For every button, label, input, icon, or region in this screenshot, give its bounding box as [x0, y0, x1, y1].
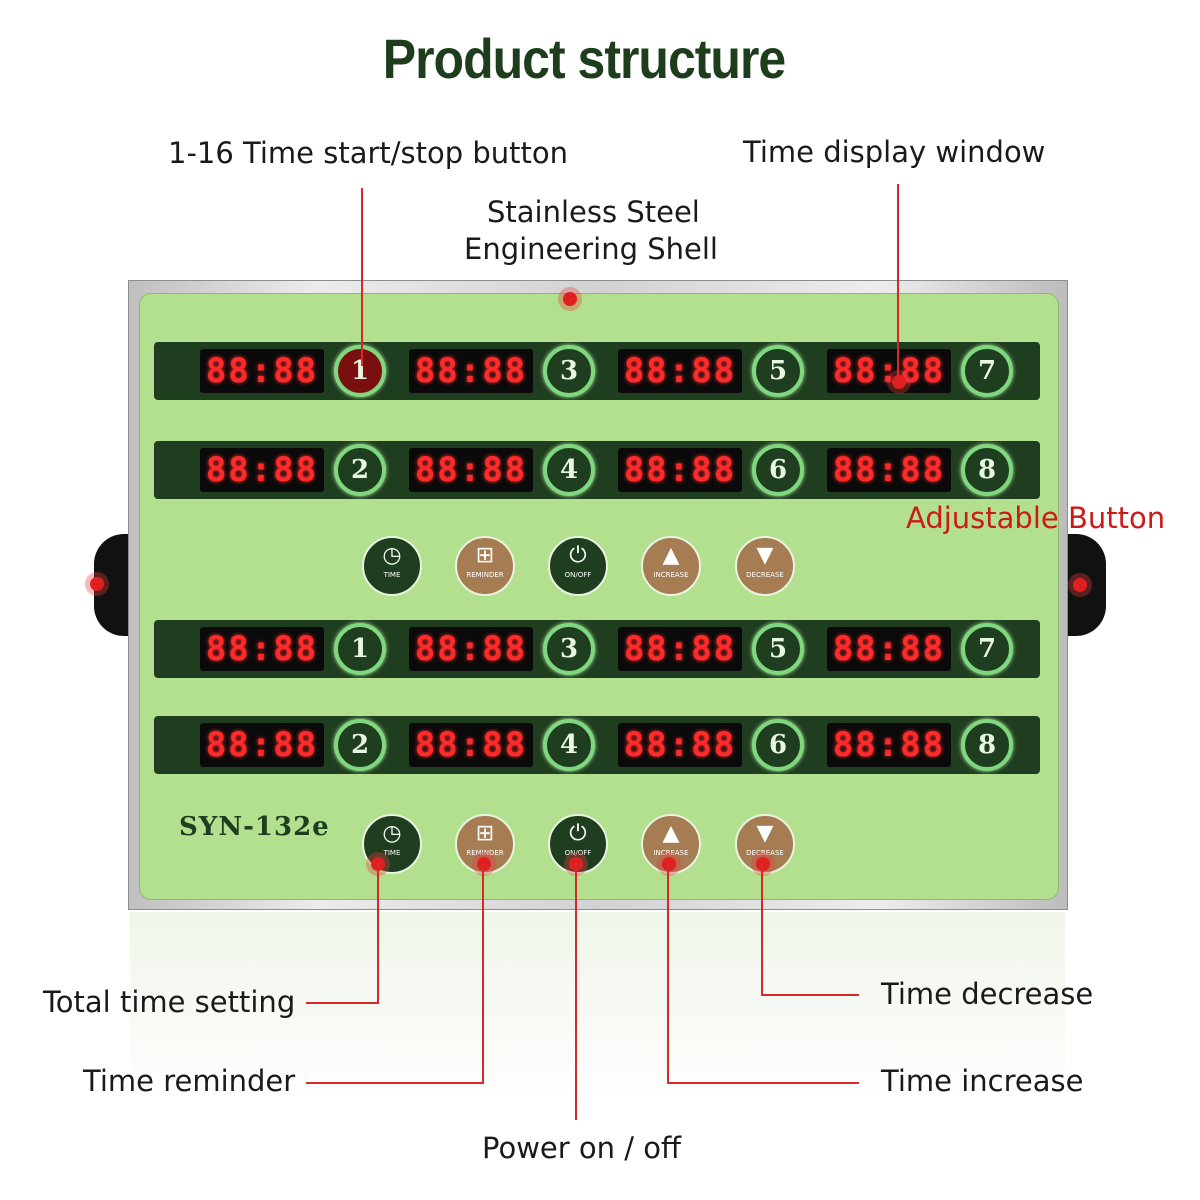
label-shell-line1: Stainless Steel	[487, 195, 700, 229]
time-display: 88:88	[409, 448, 533, 492]
time-display: 88:88	[409, 723, 533, 767]
display-line	[897, 184, 899, 379]
time-display: 88:88	[618, 627, 742, 671]
control-label: INCREASE	[653, 571, 689, 579]
time-display: 88:88	[827, 627, 951, 671]
timer-button-2[interactable]: 2	[334, 719, 386, 771]
time-display: 88:88	[827, 349, 951, 393]
reminder-line-v	[482, 864, 484, 1083]
time-display: 88:88	[827, 448, 951, 492]
control-label: DECREASE	[746, 849, 784, 857]
timer-button-8[interactable]: 8	[961, 444, 1013, 496]
triangle-down-icon: ▼	[756, 821, 774, 846]
left-knob-dot	[90, 577, 104, 591]
control-label: ON/OFF	[564, 571, 592, 579]
time-display: 88:88	[618, 349, 742, 393]
increase-line-v	[667, 864, 669, 1083]
timer-button-6[interactable]: 6	[752, 444, 804, 496]
time-display: 88:88	[200, 723, 324, 767]
timer-button-2[interactable]: 2	[334, 444, 386, 496]
increase-line-h	[667, 1082, 859, 1084]
decrease-button[interactable]: ▼ DECREASE	[735, 536, 795, 596]
label-start-stop: 1-16 Time start/stop button	[168, 136, 569, 170]
timer-button-3[interactable]: 3	[543, 623, 595, 675]
clock-icon: ◷	[382, 821, 402, 846]
time-display: 88:88	[618, 448, 742, 492]
triangle-up-icon: ▲	[662, 543, 680, 568]
increase-callout-dot	[662, 857, 676, 871]
time-line-v	[377, 864, 379, 1003]
control-label: REMINDER	[466, 571, 504, 579]
clock-icon: ◷	[382, 543, 402, 568]
label-increase: Time increase	[881, 1064, 1084, 1098]
decrease-callout-dot	[756, 857, 770, 871]
triangle-down-icon: ▼	[756, 543, 774, 568]
time-button[interactable]: ◷ TIME	[362, 536, 422, 596]
model-label: SYN-132e	[179, 812, 330, 842]
control-label: INCREASE	[653, 849, 689, 857]
page-title: Product structure	[382, 27, 787, 91]
timer-button-7[interactable]: 7	[961, 623, 1013, 675]
decrease-line-v	[761, 864, 763, 995]
label-decrease: Time decrease	[881, 977, 1094, 1011]
start-stop-line	[361, 188, 363, 366]
basket-icon: ⊞	[475, 543, 495, 568]
control-label: ON/OFF	[564, 849, 592, 857]
time-display: 88:88	[618, 723, 742, 767]
label-reminder: Time reminder	[83, 1064, 296, 1098]
time-line-h	[306, 1002, 379, 1004]
time-display: 88:88	[200, 349, 324, 393]
increase-button[interactable]: ▲ INCREASE	[641, 536, 701, 596]
reminder-button[interactable]: ⊞ REMINDER	[455, 536, 515, 596]
power-line	[575, 864, 577, 1120]
timer-button-3[interactable]: 3	[543, 345, 595, 397]
display-callout-dot	[892, 375, 906, 389]
decrease-line-h	[761, 994, 859, 996]
reminder-line-h	[306, 1082, 484, 1084]
control-label: TIME	[383, 571, 401, 579]
time-display: 88:88	[200, 627, 324, 671]
time-display: 88:88	[827, 723, 951, 767]
reminder-callout-dot	[477, 857, 491, 871]
power-icon: ⏻	[569, 543, 587, 568]
timer-button-7[interactable]: 7	[961, 345, 1013, 397]
shell-callout-dot	[563, 292, 577, 306]
right-knob-dot	[1073, 578, 1087, 592]
timer-button-1[interactable]: 1	[334, 345, 386, 397]
basket-icon: ⊞	[475, 821, 495, 846]
control-label: REMINDER	[466, 849, 504, 857]
timer-button-4[interactable]: 4	[543, 444, 595, 496]
on-off-button[interactable]: ⏻ ON/OFF	[548, 536, 608, 596]
timer-button-8[interactable]: 8	[961, 719, 1013, 771]
label-power: Power on / off	[482, 1131, 681, 1165]
timer-button-4[interactable]: 4	[543, 719, 595, 771]
power-icon: ⏻	[569, 821, 587, 846]
timer-button-5[interactable]: 5	[752, 345, 804, 397]
timer-button-1[interactable]: 1	[334, 623, 386, 675]
timer-button-6[interactable]: 6	[752, 719, 804, 771]
label-shell-line2: Engineering Shell	[464, 232, 718, 266]
time-display: 88:88	[200, 448, 324, 492]
control-label: DECREASE	[746, 571, 784, 579]
reflection	[130, 912, 1065, 1102]
label-display-window: Time display window	[743, 135, 1046, 169]
label-total-time: Total time setting	[43, 985, 296, 1019]
control-label: TIME	[383, 849, 401, 857]
label-adjustable: Adjustable Button	[906, 501, 1166, 535]
timer-button-5[interactable]: 5	[752, 623, 804, 675]
time-display: 88:88	[409, 349, 533, 393]
time-display: 88:88	[409, 627, 533, 671]
triangle-up-icon: ▲	[662, 821, 680, 846]
